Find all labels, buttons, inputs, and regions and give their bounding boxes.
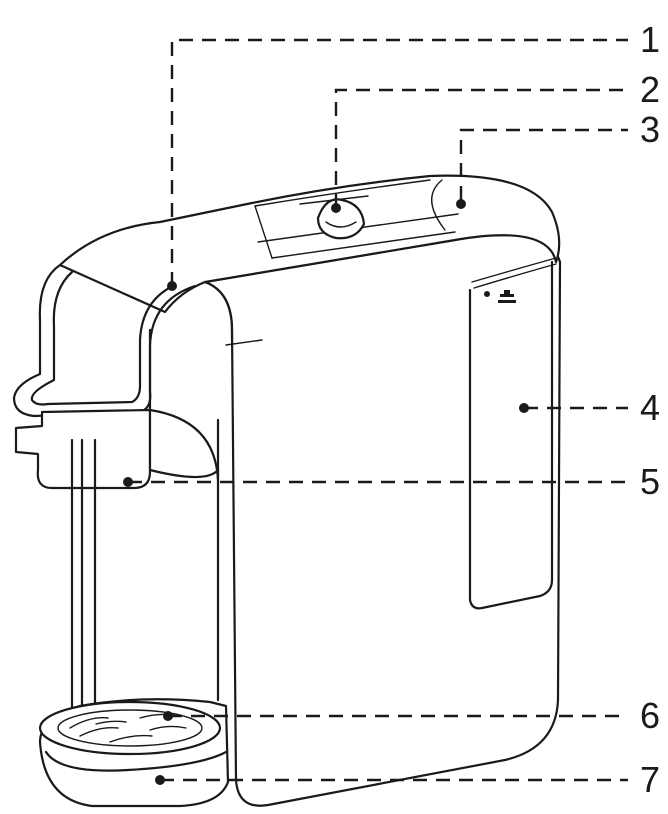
column [148,280,263,702]
tray-legs [70,438,97,717]
callout-label-4: 4 [640,387,660,428]
lever-button [299,195,369,240]
callout-label-5: 5 [640,461,660,502]
leader-2 [334,88,628,208]
callout-dot-3 [456,199,466,209]
callout-labels: 1 2 3 4 5 6 7 [640,19,660,800]
leader-lines [128,38,628,782]
handle [12,263,197,418]
callout-dots [123,199,529,785]
callout-dot-7 [155,775,165,785]
machine-body [203,233,562,807]
water-tank [468,257,557,610]
callout-label-3: 3 [640,109,660,150]
brew-head [14,408,220,490]
callout-dot-5 [123,477,133,487]
callout-dot-1 [167,281,177,291]
callout-label-6: 6 [640,695,660,736]
callout-dot-2 [331,203,341,213]
callout-label-2: 2 [640,69,660,110]
callout-dot-4 [519,403,529,413]
callout-label-1: 1 [640,19,660,60]
callout-label-7: 7 [640,759,660,800]
callout-dot-6 [163,711,173,721]
leader-1 [170,38,628,286]
leader-3 [459,128,628,200]
